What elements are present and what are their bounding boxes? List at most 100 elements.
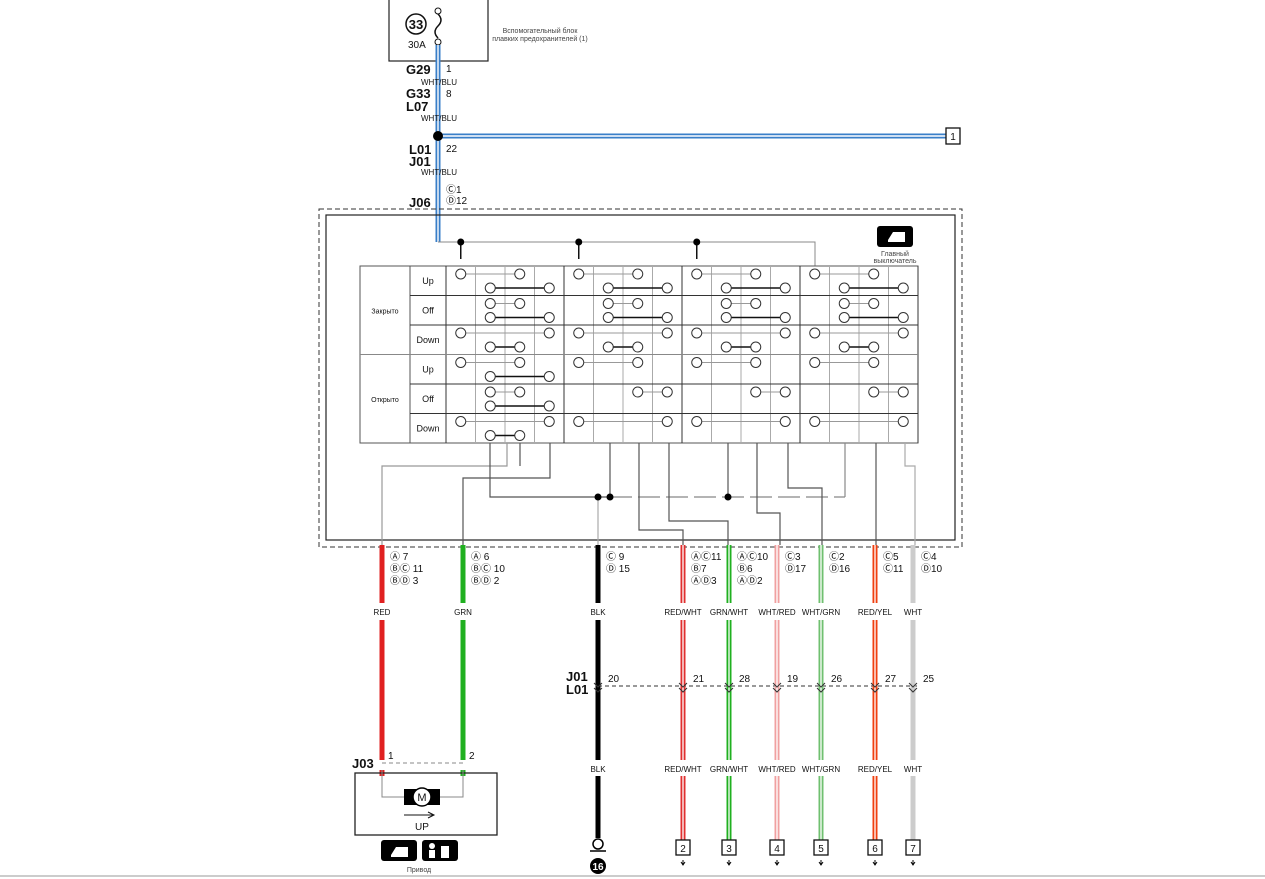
offpage-label: 4: [774, 844, 780, 855]
wire-color-label: RED: [374, 608, 391, 617]
contact-terminal: [543, 416, 555, 427]
wire-color-label: WHT/BLU: [421, 78, 457, 87]
offpage-label: 3: [726, 844, 732, 855]
contact-terminal: [514, 298, 526, 309]
offpage-label: 7: [910, 844, 916, 855]
pin-label: Ⓓ10: [921, 563, 943, 575]
wire-color-label: GRN: [454, 608, 472, 617]
connector-j06: J06: [409, 195, 431, 210]
ground-icon: [592, 838, 604, 850]
contact-terminal: [779, 282, 791, 294]
contact-terminal: [809, 357, 821, 368]
arrow-right-icon: [404, 811, 436, 819]
contact-terminal: [543, 327, 555, 339]
fuse-terminal: [434, 7, 442, 15]
contact-terminal: [573, 416, 585, 427]
contact-terminal: [484, 430, 496, 441]
contact-terminal: [602, 282, 614, 294]
contact-terminal: [484, 400, 496, 412]
arrow-down-icon: [910, 860, 916, 866]
splice-point: [575, 238, 583, 246]
contact-terminal: [602, 312, 614, 323]
pin-label: Ⓒ11: [883, 563, 904, 575]
offpage-connector[interactable]: [675, 839, 691, 856]
pin-label: 1: [446, 64, 452, 75]
contact-terminal: [868, 268, 880, 280]
contact-terminal: [691, 268, 703, 280]
contact-terminal: [809, 327, 821, 339]
contact-terminal: [573, 357, 585, 368]
pin-label: ⒶⒹ3: [691, 575, 717, 587]
contact-terminal: [809, 416, 821, 427]
pin-label: ⒷⒸ 10: [471, 563, 505, 575]
contact-terminal: [661, 386, 673, 398]
contact-terminal: [484, 298, 496, 309]
pin-label: Ⓑ7: [691, 563, 707, 575]
wire-color-label: BLK: [590, 608, 606, 617]
wire-color-label: GRN/WHT: [710, 765, 748, 774]
wire-color-label: RED/WHT: [664, 608, 701, 617]
pin-label: 28: [739, 674, 751, 685]
contact-terminal: [750, 268, 762, 280]
contact-terminal: [484, 371, 496, 382]
wire-color-label: WHT: [904, 608, 922, 617]
wire-red-yel: [870, 545, 880, 842]
contact-terminal: [514, 357, 526, 368]
wire-color-label: WHT/RED: [758, 608, 796, 617]
offpage-connector[interactable]: [945, 127, 961, 145]
main-switch-box: [325, 214, 956, 541]
contact-terminal: [573, 327, 585, 339]
contact-terminal: [543, 312, 555, 323]
contact-terminal: [838, 341, 850, 353]
contact-terminal: [897, 312, 909, 323]
contact-terminal: [779, 312, 791, 323]
arrow-down-icon: [774, 860, 780, 866]
contact-terminal: [602, 341, 614, 353]
splice-point: [724, 493, 732, 501]
motor-lead: [440, 770, 464, 798]
splice-point: [457, 238, 465, 246]
contact-terminal: [868, 341, 880, 353]
switch-position-label: Down: [416, 424, 439, 434]
ground-number: 16: [592, 862, 604, 873]
fuse-rating: 30A: [408, 40, 426, 51]
switch-title: выключатель: [874, 258, 917, 265]
switch-group-label: Открыто: [371, 397, 399, 404]
contact-terminal: [661, 416, 673, 427]
pin-label: Ⓐ 6: [471, 551, 490, 563]
offpage-connector[interactable]: [769, 839, 785, 856]
offpage-connector[interactable]: [867, 839, 883, 856]
motor-symbol: M: [417, 792, 426, 804]
contact-terminal: [720, 312, 732, 323]
pin-label: Ⓓ 15: [606, 563, 630, 575]
internal-wiring: [381, 443, 916, 545]
wire-wht: [908, 545, 918, 842]
contact-terminal: [632, 268, 644, 280]
contact-terminal: [897, 282, 909, 294]
contact-terminal: [691, 327, 703, 339]
arrow-down-icon: [818, 860, 824, 866]
offpage-connector[interactable]: [905, 839, 921, 856]
wire-red-wht: [678, 545, 688, 842]
pin-label: Ⓑ6: [737, 563, 753, 575]
contact-terminal: [543, 400, 555, 412]
pin-label: 2: [469, 751, 475, 762]
pin-label: Ⓒ3: [785, 551, 801, 563]
offpage-connector[interactable]: [813, 839, 829, 856]
contact-terminal: [543, 282, 555, 294]
offpage-connector[interactable]: [721, 839, 737, 856]
offpage-label: 1: [950, 132, 956, 143]
arrow-down-icon: [680, 860, 686, 866]
pin-label: 8: [446, 89, 452, 100]
contact-terminal: [632, 357, 644, 368]
switch-housing-dashed: [318, 208, 963, 548]
wire-color-label: RED/WHT: [664, 765, 701, 774]
pin-label: 27: [885, 674, 897, 685]
wire-wht-red: [772, 545, 782, 842]
wire-color-label: BLK: [590, 765, 606, 774]
contact-terminal: [455, 327, 467, 339]
contact-terminal: [632, 341, 644, 353]
fuse-block-label: Вспомогательный блок: [503, 27, 579, 35]
window-switch-icon: [877, 226, 913, 247]
